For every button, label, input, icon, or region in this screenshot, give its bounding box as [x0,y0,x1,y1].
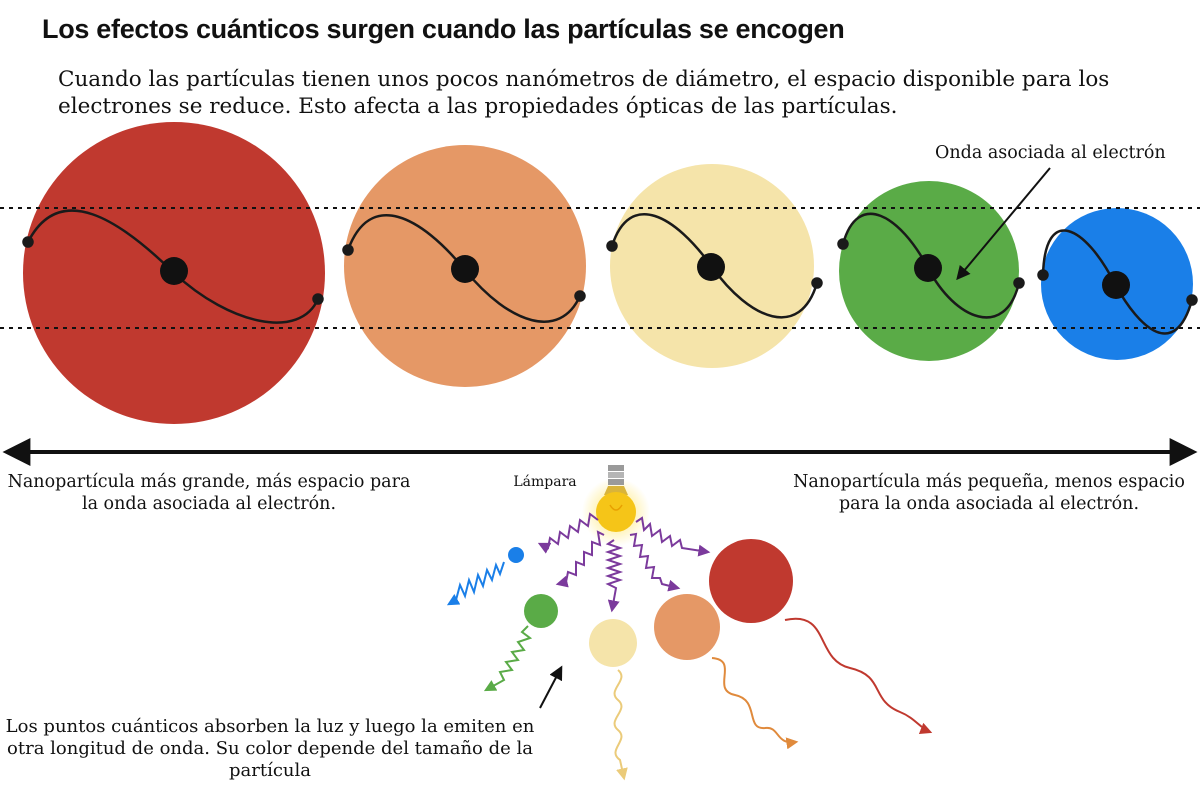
electron-yellow [697,253,725,281]
quantum-dot-red [709,539,793,623]
electron-blue [1102,271,1130,299]
emission-orange [711,657,799,750]
lamp-icon [582,465,650,546]
electron-wave-label: Onda asociada al electrón [935,143,1166,163]
emission-green [483,625,533,692]
absorbed-light-rays [537,512,711,613]
emission-yellow [613,669,628,781]
wave-label-pointer [956,167,1051,281]
electron-orange [451,255,479,283]
emission-blue [446,561,505,606]
electron-red [160,257,188,285]
intro-paragraph: Cuando las partículas tienen unos pocos … [58,67,1110,119]
emission-red [784,617,933,734]
large-particle-label: Nanopartícula más grande, más espacio pa… [7,472,411,514]
electron-green [914,254,942,282]
quantum-dot-blue [508,547,524,563]
quantum-dot-orange [654,594,720,660]
lamp-label: Lámpara [513,474,577,490]
quantum-dot-green [524,594,558,628]
quantum-dot-yellow [589,619,637,667]
quantum-dot-pointer [539,665,563,709]
small-particle-label: Nanopartícula más pequeña, menos espacio… [793,472,1185,514]
quantum-dots-caption: Los puntos cuánticos absorben la luz y l… [5,716,535,781]
page-title: Los efectos cuánticos surgen cuando las … [42,14,845,44]
